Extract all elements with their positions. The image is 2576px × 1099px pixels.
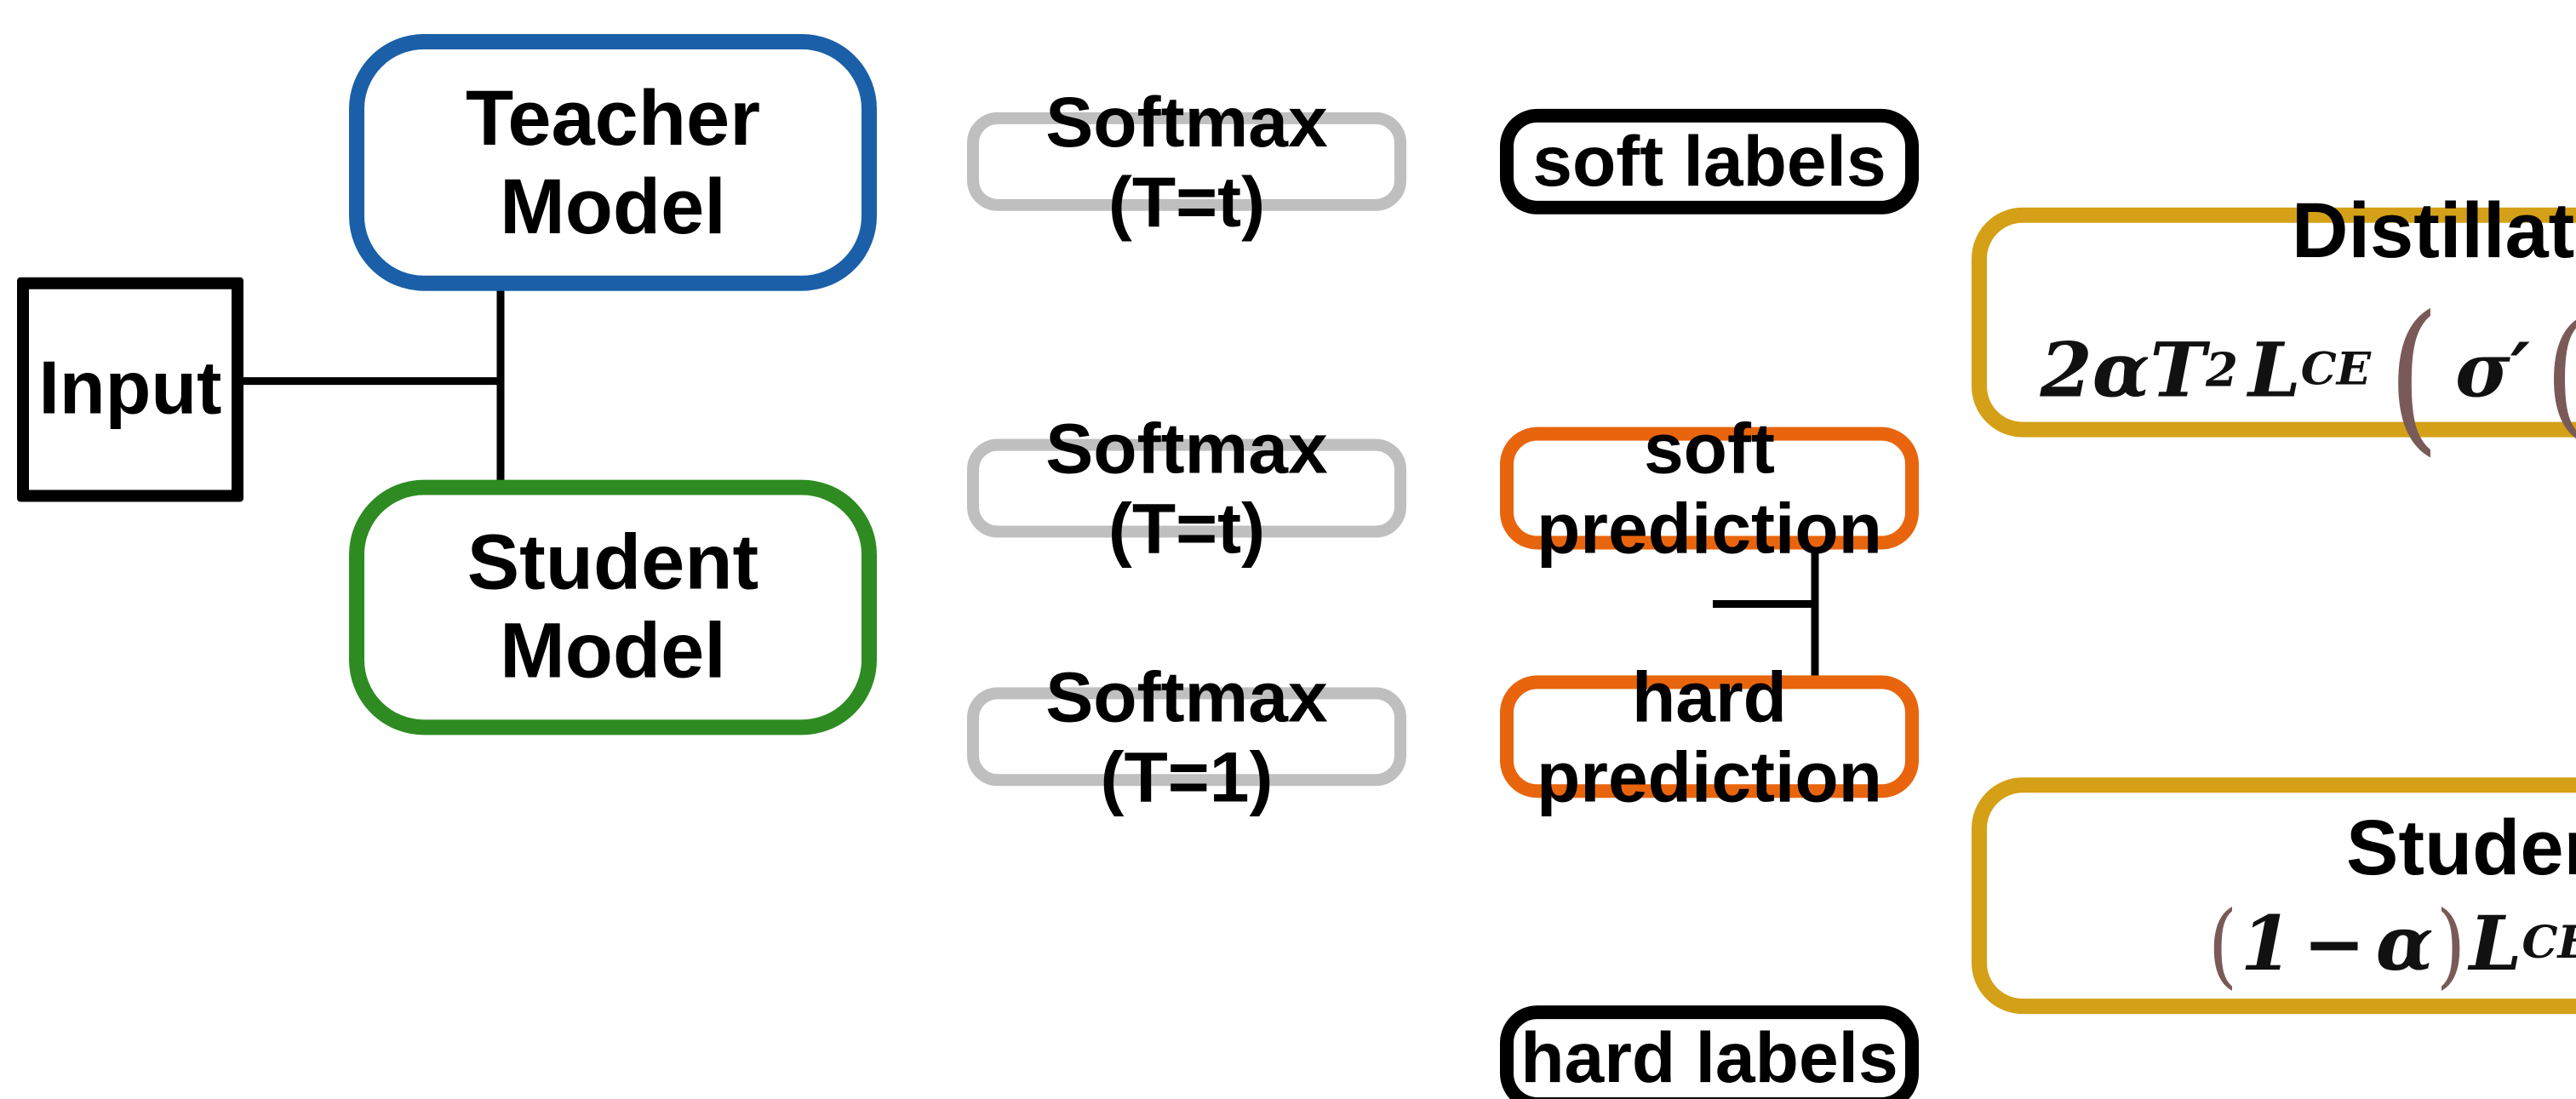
node-student-model-label: Student Model bbox=[467, 518, 759, 695]
node-softmax-teacher-label: Softmax (T=t) bbox=[1045, 81, 1328, 242]
node-soft-prediction-line1: soft bbox=[1643, 408, 1775, 489]
node-hard-prediction-line1: hard bbox=[1631, 656, 1787, 737]
node-input-label: Input bbox=[38, 347, 222, 432]
node-soft-labels-label: soft labels bbox=[1532, 121, 1886, 202]
node-input[interactable]: Input bbox=[17, 277, 243, 502]
node-hard-labels[interactable]: hard labels bbox=[1500, 1005, 1919, 1099]
student-loss-title: Student loss bbox=[2345, 803, 2576, 892]
node-soft-prediction[interactable]: soft prediction bbox=[1500, 409, 1919, 568]
node-softmax-student-soft[interactable]: Softmax (T=t) bbox=[967, 409, 1406, 568]
distillation-loss-title: Distillation loss bbox=[2292, 185, 2576, 274]
node-softmax-student-hard-label: Softmax (T=1) bbox=[1045, 656, 1328, 817]
node-student-model[interactable]: Student Model bbox=[349, 479, 877, 736]
node-softmax-student-hard[interactable]: Softmax (T=1) bbox=[967, 656, 1406, 816]
node-teacher-model-label: Teacher Model bbox=[465, 72, 761, 249]
node-teacher-model[interactable]: Teacher Model bbox=[349, 33, 877, 291]
node-hard-prediction[interactable]: hard prediction bbox=[1500, 656, 1919, 816]
student-loss-formula: (1−α)LCE(y,σ(ZS)) bbox=[2207, 891, 2576, 999]
node-hard-prediction-line2: prediction bbox=[1536, 736, 1882, 817]
node-softmax-teacher[interactable]: Softmax (T=t) bbox=[967, 82, 1406, 242]
node-soft-labels[interactable]: soft labels bbox=[1500, 108, 1919, 215]
node-softmax-student-soft-label: Softmax (T=t) bbox=[1045, 408, 1328, 569]
node-hard-labels-label: hard labels bbox=[1520, 1018, 1898, 1098]
node-soft-prediction-line2: prediction bbox=[1536, 488, 1882, 569]
node-student-loss[interactable]: Student loss (1−α)LCE(y,σ(ZS)) bbox=[1972, 777, 2576, 1015]
